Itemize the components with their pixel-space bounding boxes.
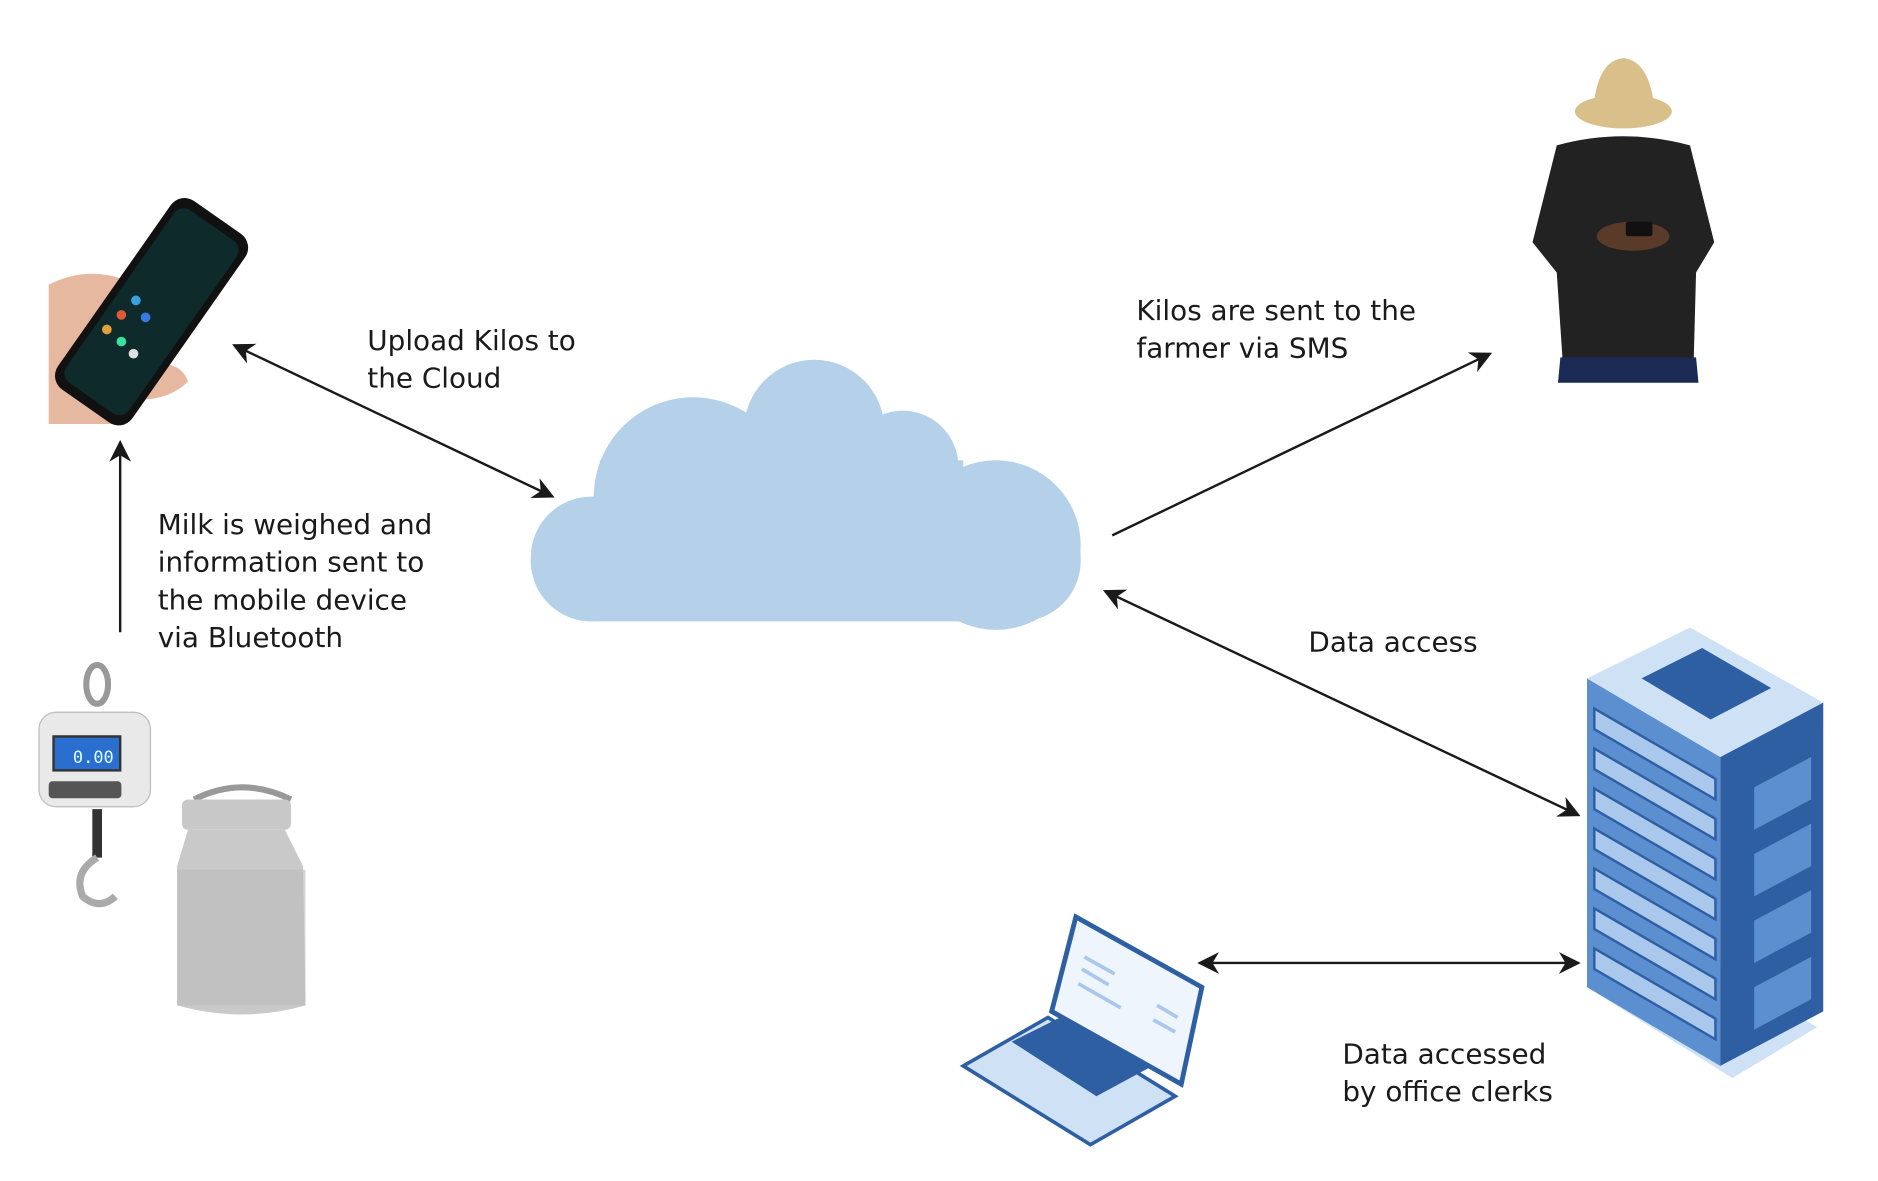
arrow-cloud-to-farmer bbox=[1111, 352, 1493, 537]
arrow-phone-cloud bbox=[232, 343, 555, 499]
milk-can-icon bbox=[177, 784, 306, 1015]
server-icon bbox=[1587, 627, 1824, 1079]
farmer-icon bbox=[1532, 58, 1715, 383]
label-clerks: Data accessed by office clerks bbox=[1342, 1038, 1555, 1109]
hanging-scale-icon: 0.00 bbox=[38, 661, 152, 908]
arrow-cloud-server bbox=[1102, 589, 1581, 817]
laptop-icon bbox=[959, 913, 1205, 1147]
scale-display: 0.00 bbox=[73, 747, 114, 767]
cloud-icon bbox=[530, 359, 1081, 630]
mobile-phone-icon bbox=[48, 198, 249, 426]
label-weighed: Milk is weighed and information sent to … bbox=[158, 508, 441, 654]
label-upload: Upload Kilos to the Cloud bbox=[367, 324, 584, 395]
label-sms: Kilos are sent to the farmer via SMS bbox=[1136, 294, 1424, 365]
label-data-access: Data access bbox=[1308, 626, 1477, 659]
